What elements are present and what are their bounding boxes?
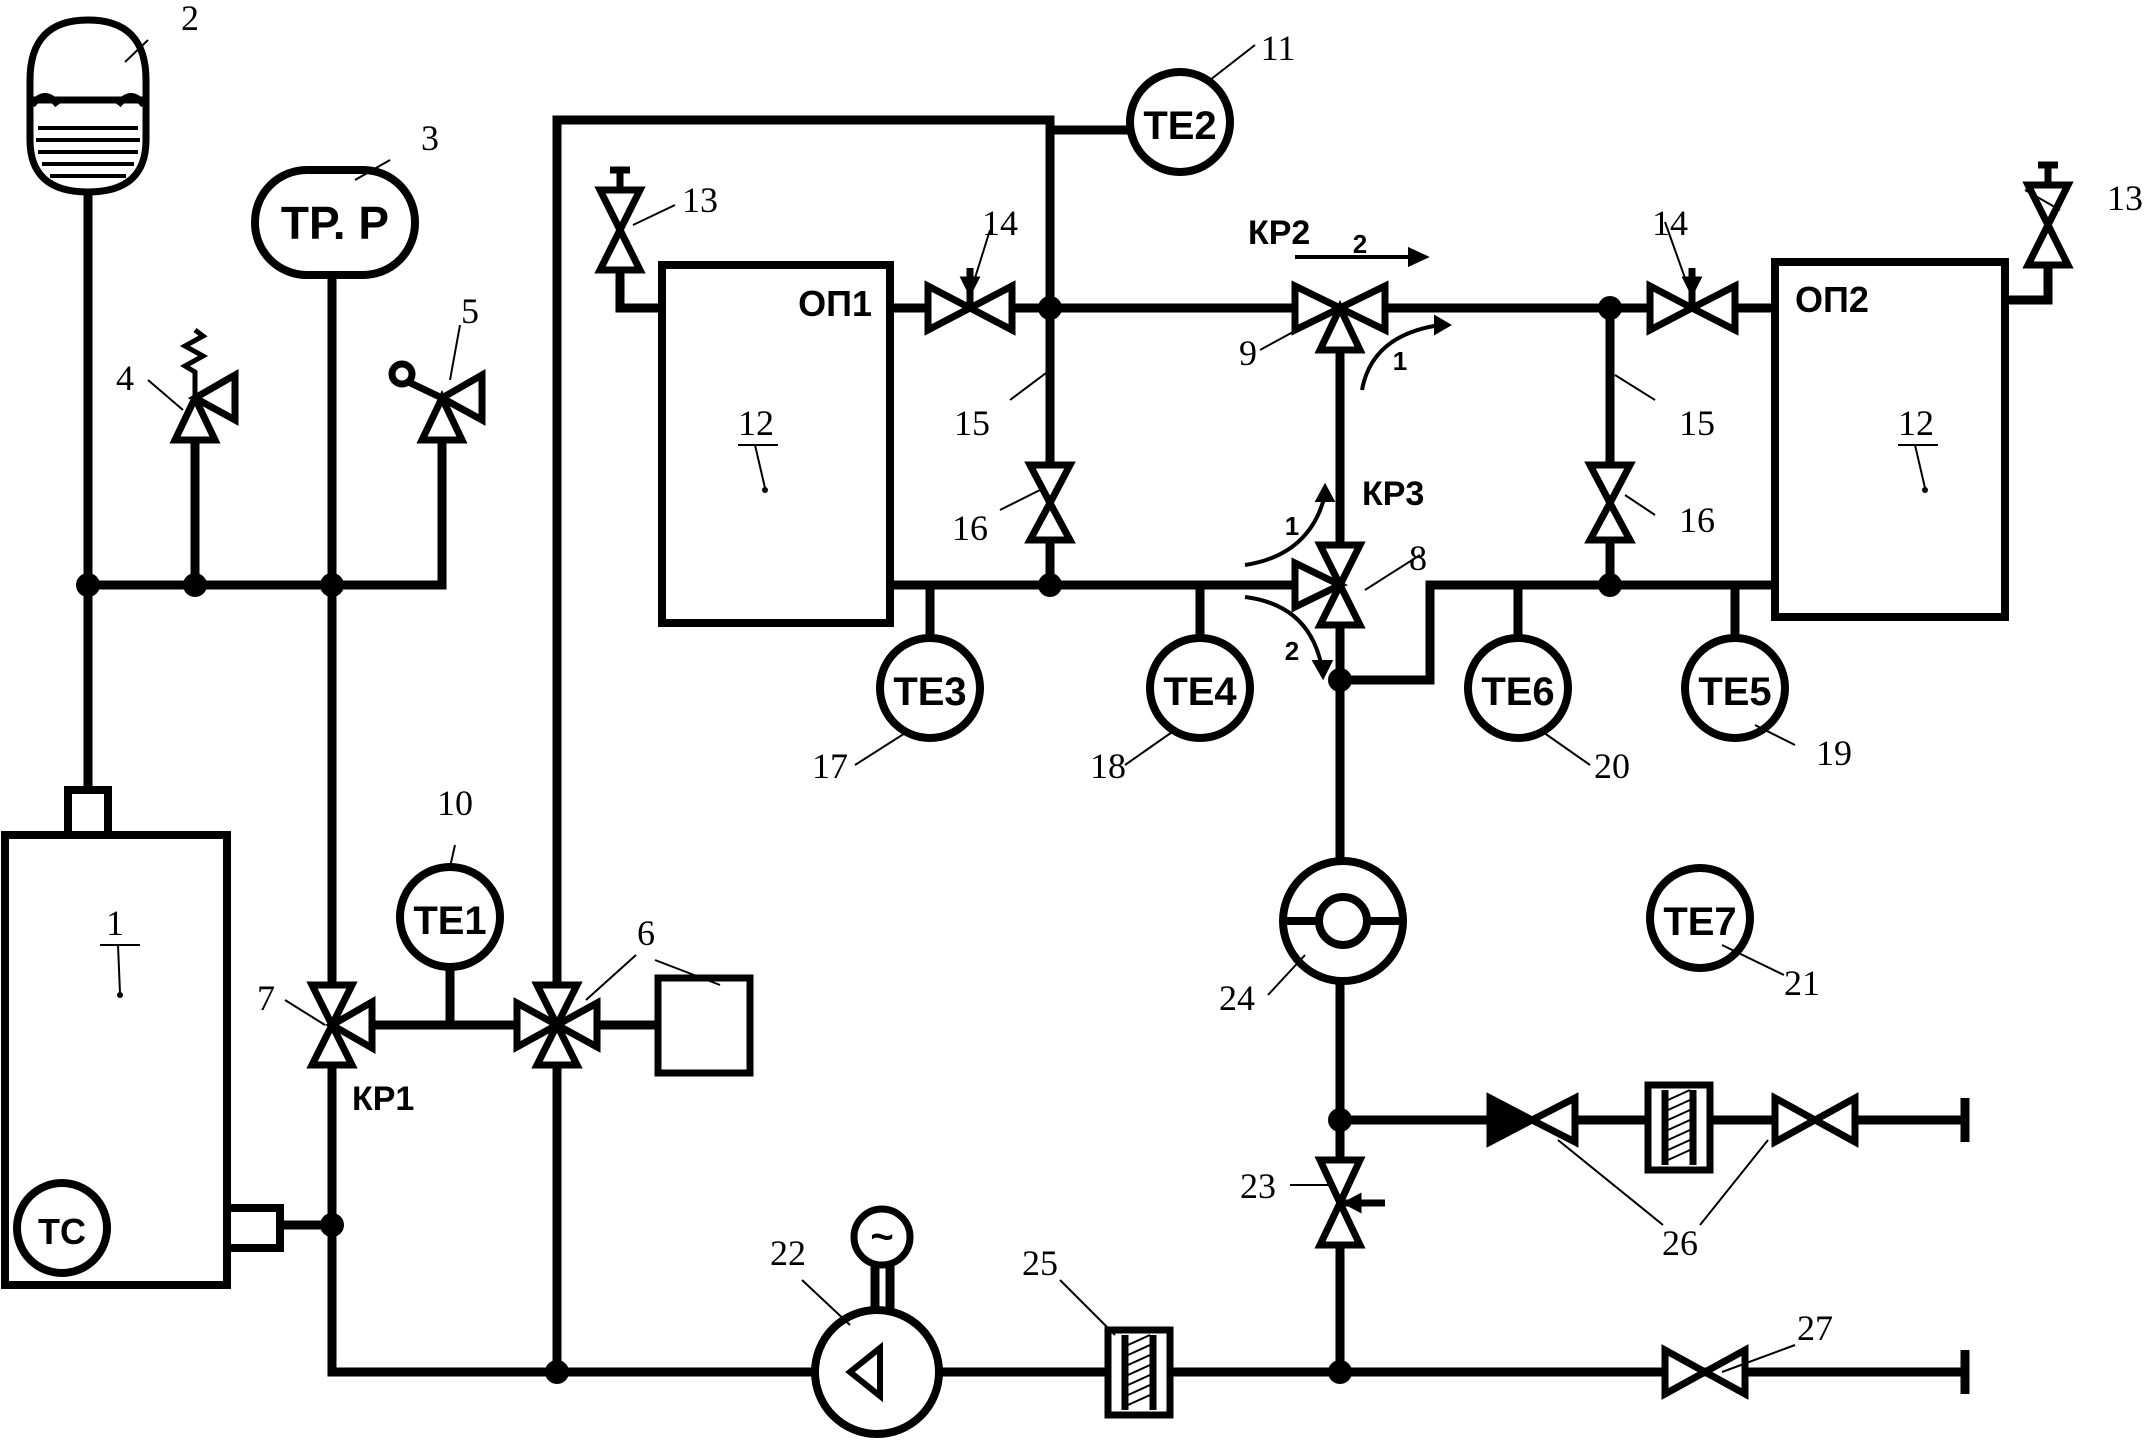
callout-11: 11 [1261,28,1296,68]
circulation-pump [811,1205,943,1438]
kr3-flow-1-label: 1 [1285,511,1299,541]
callout-14-left: 14 [982,203,1018,243]
temperature-sensors [396,68,1789,972]
callout-5: 5 [461,291,479,331]
te1-label: ТЕ1 [413,899,486,943]
junction-dots [76,296,1622,1384]
callout-18: 18 [1090,746,1126,786]
callout-13-right: 13 [2107,178,2143,218]
regulating-valve [1314,1156,1385,1249]
expansion-tank [26,16,150,196]
callout-17: 17 [812,746,848,786]
callout-16-left: 16 [952,508,988,548]
callout-16-right: 16 [1679,500,1715,540]
branch-valves-filter [1486,1081,1859,1174]
callout-12-right: 12 [1898,403,1934,443]
kr1-label: КР1 [352,1080,414,1118]
op2-label: ОП2 [1795,279,1869,320]
callout-12-left: 12 [738,403,774,443]
callout-26: 26 [1662,1223,1698,1263]
radiator-valves [924,268,1739,336]
kr3-three-way-valve [1291,541,1366,629]
piping [83,115,2053,1377]
callout-numbers: 2 3 4 5 1 6 7 10 11 13 13 14 14 15 15 16… [106,0,2143,1348]
kr2-flow-2-label: 2 [1353,229,1367,259]
leader-dots [117,487,1928,998]
leader-lines [124,39,2061,1373]
boiler-tag-tc: ТС [38,1211,86,1252]
callout-20: 20 [1594,746,1630,786]
kr2-flow-1-label: 1 [1393,346,1407,376]
safety-valve-spring [169,328,239,444]
te4-label: ТЕ4 [1163,670,1237,714]
kr2-three-way-valve [1291,280,1389,354]
filter-hatch-branch [1667,1089,1691,1161]
callout-8: 8 [1409,538,1427,578]
op1-label: ОП1 [798,283,872,324]
te7-label: ТЕ7 [1663,900,1736,944]
te2-label: ТЕ2 [1143,104,1216,148]
air-vents [594,161,2074,274]
return-filter [1104,1326,1174,1419]
safety-valve-lever [388,360,486,444]
callout-4: 4 [116,358,134,398]
flow-arrows [1244,246,1452,681]
filter-hatch-return [1127,1334,1151,1406]
kr1-three-way-valve [306,981,376,1069]
kr3-flow-2-label: 2 [1285,636,1299,666]
callout-10: 10 [437,783,473,823]
callout-25: 25 [1022,1243,1058,1283]
bypass-valves [1024,461,1636,544]
callout-6: 6 [637,913,655,953]
callout-1: 1 [106,903,124,943]
callout-19: 19 [1816,733,1852,773]
callout-15-left: 15 [954,403,990,443]
callout-27: 27 [1797,1308,1833,1348]
mixing-valve-with-actuator [513,974,754,1077]
callout-9: 9 [1239,333,1257,373]
callout-22: 22 [770,1233,806,1273]
te6-label: ТЕ6 [1481,670,1554,714]
pressure-gauge-tr-p: ТР. Р [251,166,419,279]
callout-14-right: 14 [1652,203,1688,243]
te3-label: ТЕ3 [893,670,966,714]
tr-p-label: ТР. Р [281,197,389,249]
kr2-label: КР2 [1248,214,1310,252]
flow-meter [1279,857,1407,985]
leader-lines-small [100,444,1938,994]
pump-motor-symbol: ~ [870,1215,893,1259]
te5-label: ТЕ5 [1698,670,1771,714]
callout-21: 21 [1784,963,1820,1003]
callout-23: 23 [1240,1166,1276,1206]
boiler [1,786,284,1289]
callout-2: 2 [181,0,199,38]
shutoff-valve [1661,1344,1749,1400]
callout-3: 3 [421,118,439,158]
callout-7: 7 [257,978,275,1018]
callout-13-left: 13 [682,180,718,220]
callout-15-right: 15 [1679,403,1715,443]
callout-24: 24 [1219,978,1255,1018]
kr3-label: КР3 [1362,475,1424,513]
